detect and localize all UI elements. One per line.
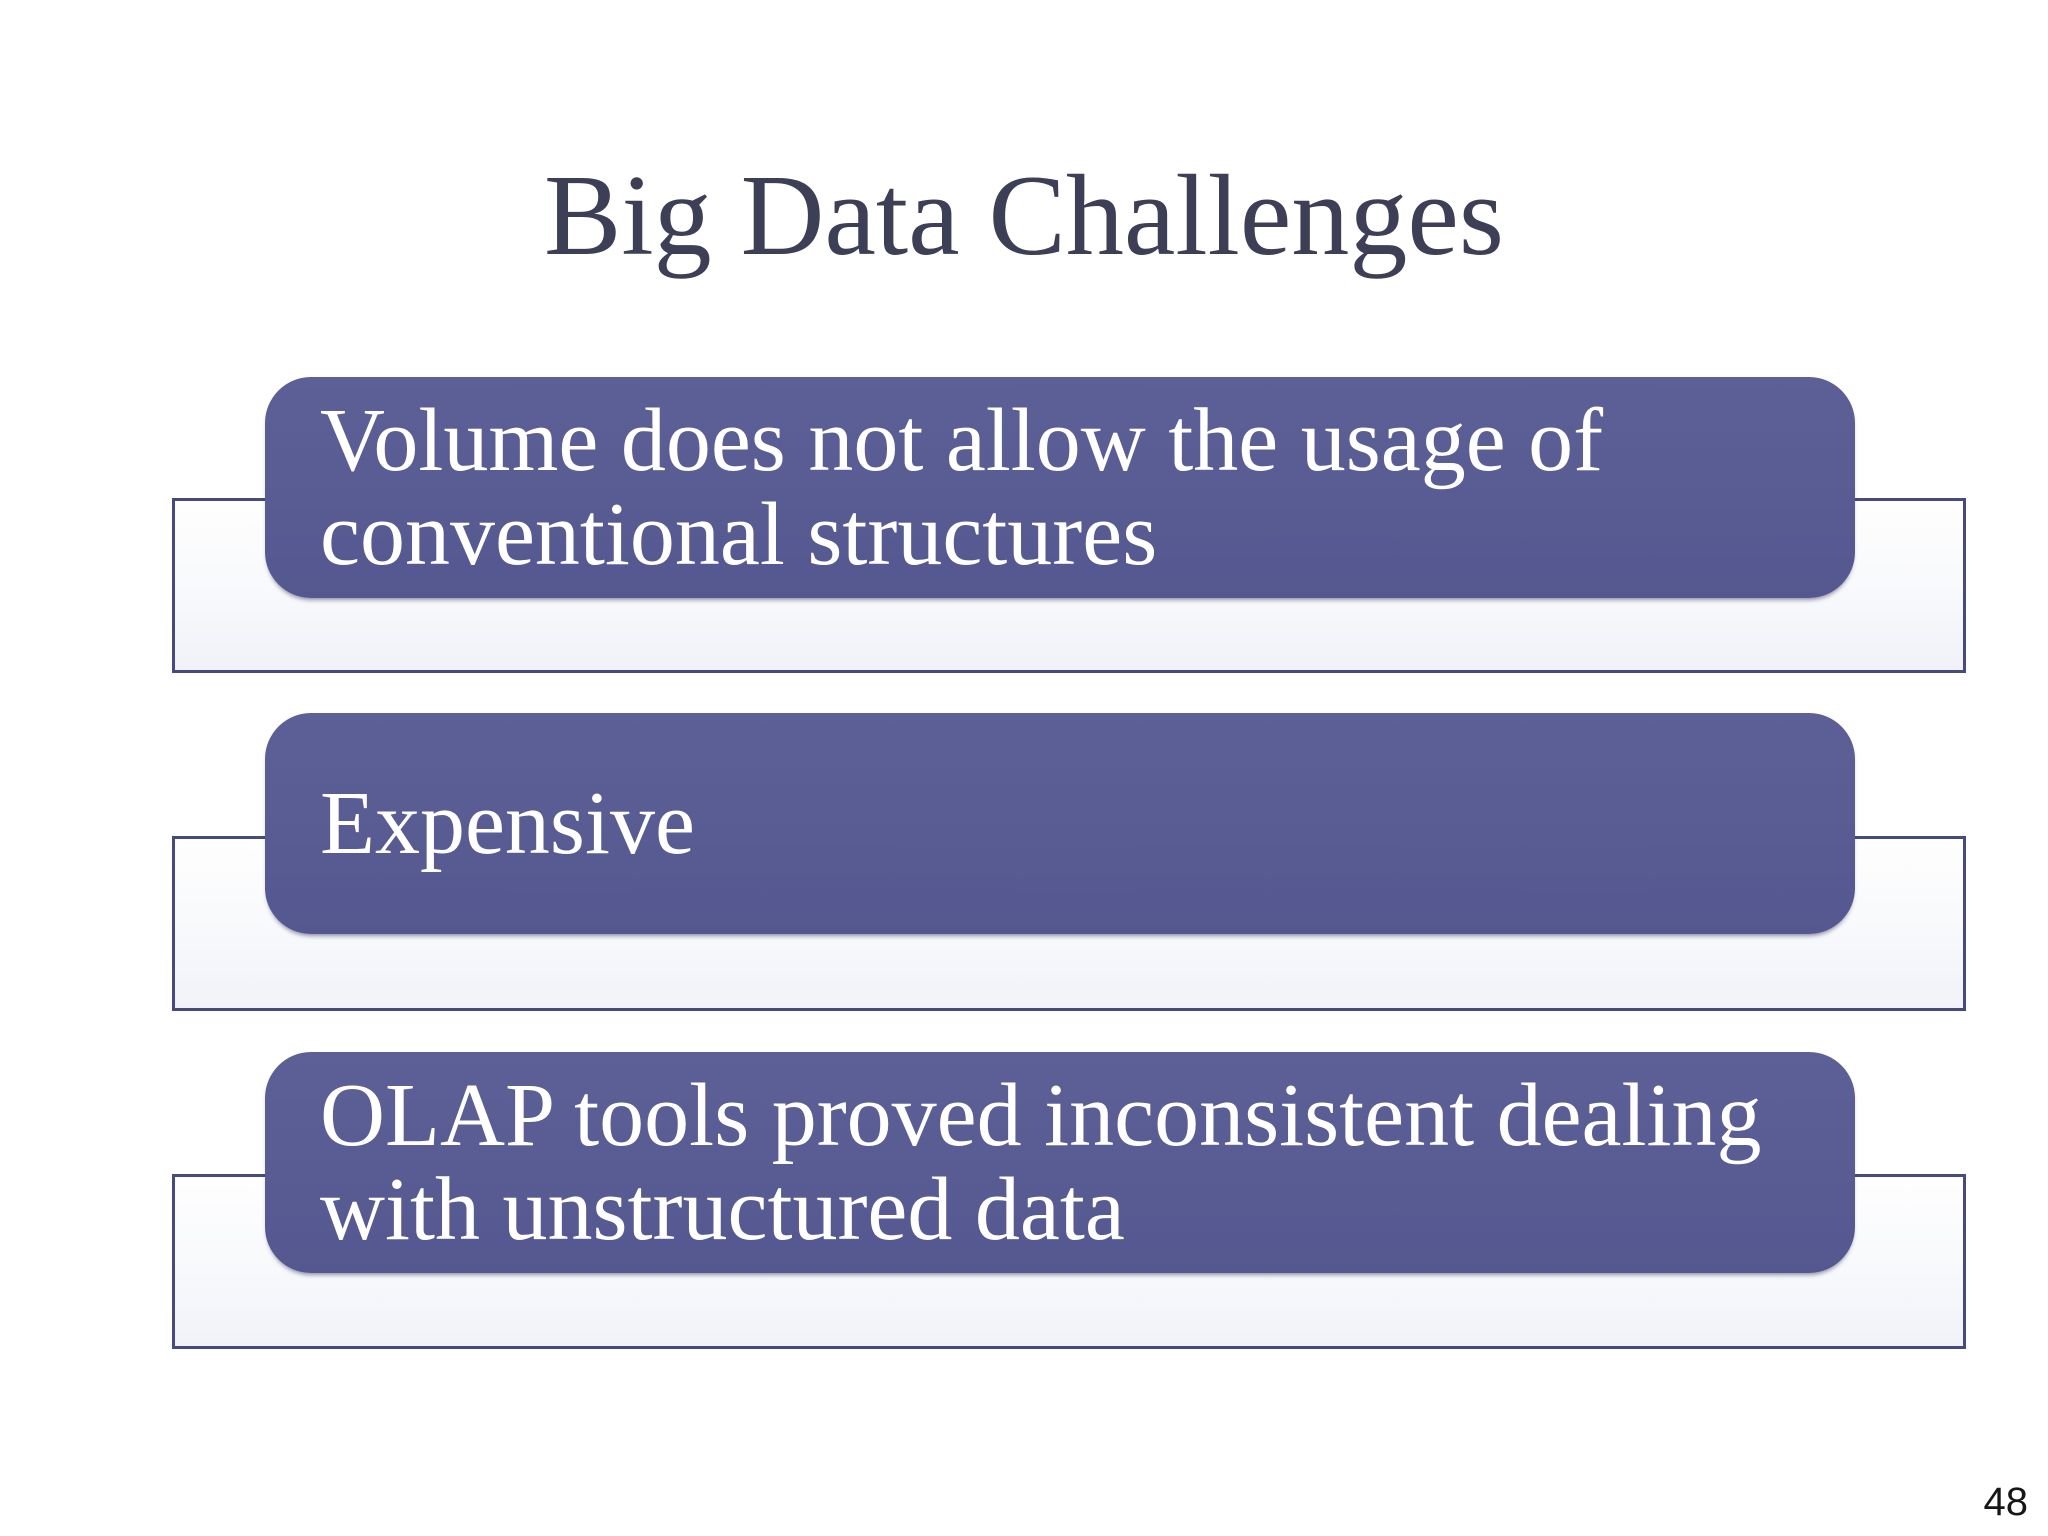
challenge-box: Volume does not allow the usage of conve… xyxy=(265,377,1855,598)
challenge-box-text: OLAP tools proved inconsistent dealing w… xyxy=(320,1065,1762,1259)
challenge-box-text: Volume does not allow the usage of conve… xyxy=(320,390,1604,584)
page-number: 48 xyxy=(1983,1480,2029,1524)
challenge-box: Expensive xyxy=(265,713,1855,934)
challenge-box-text: Expensive xyxy=(320,773,695,873)
challenge-box: OLAP tools proved inconsistent dealing w… xyxy=(265,1052,1855,1273)
slide-title: Big Data Challenges xyxy=(543,152,1504,280)
